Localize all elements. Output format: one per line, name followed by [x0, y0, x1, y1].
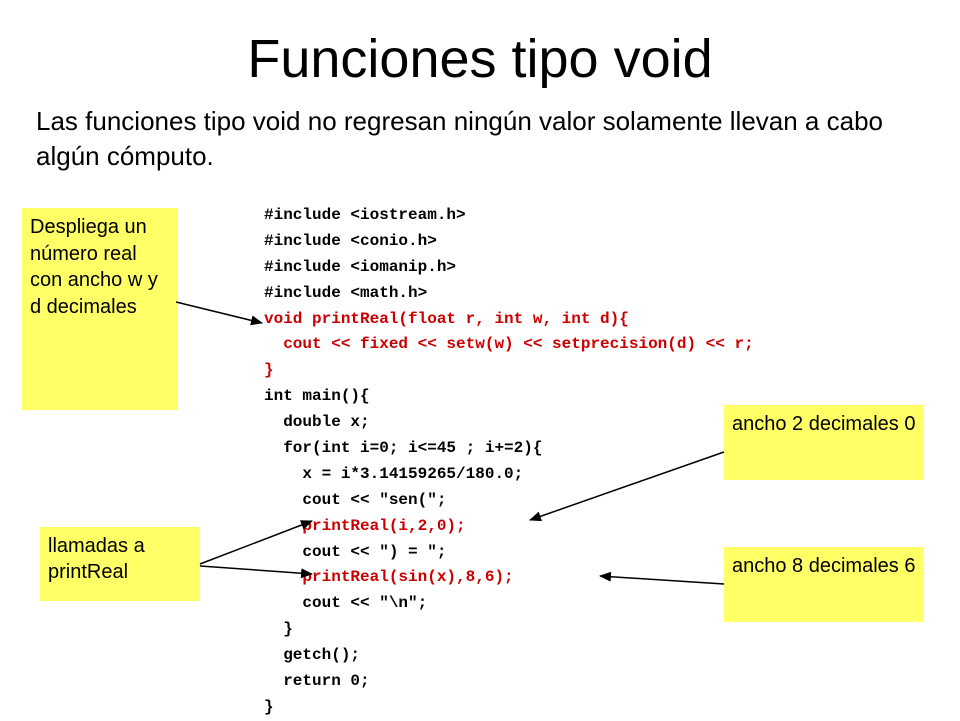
code-line: }	[264, 620, 293, 639]
code-line: return 0;	[264, 672, 370, 691]
arrow-from-ancho8	[599, 571, 725, 585]
callout-ancho8: ancho 8 decimales 6	[724, 547, 924, 622]
callout-ancho2: ancho 2 decimales 0	[724, 405, 924, 480]
code-line: }	[264, 361, 274, 380]
code-line: #include <iostream.h>	[264, 206, 466, 224]
code-line: x = i*3.14159265/180.0;	[264, 464, 524, 483]
code-line: cout << ") = ";	[264, 542, 447, 561]
arrow-from-ancho2	[529, 451, 725, 522]
code-line: printReal(sin(x),8,6);	[264, 568, 514, 587]
code-block: #include <iostream.h> #include <conio.h> #…	[264, 203, 754, 721]
code-line: #include <conio.h>	[264, 231, 437, 250]
slide-title: Funciones tipo void	[247, 29, 713, 89]
code-line: cout << "\n";	[264, 594, 428, 613]
callout-despliega: Despliega un número real con ancho w y d…	[22, 208, 178, 410]
code-line: cout << fixed << setw(w) << setprecision…	[264, 335, 754, 354]
code-line: printReal(i,2,0);	[264, 516, 466, 535]
code-line: }	[264, 697, 274, 716]
arrow-to-printreal-def	[175, 301, 263, 326]
code-line: #include <math.h>	[264, 283, 428, 302]
code-line: int main(){	[264, 387, 370, 406]
code-line: void printReal(float r, int w, int d){	[264, 309, 629, 328]
code-line: cout << "sen(";	[264, 490, 447, 509]
intro-text: Las funciones tipo void no regresan ning…	[36, 106, 883, 171]
arrow-to-call-1	[199, 520, 313, 565]
code-line: #include <iomanip.h>	[264, 257, 457, 276]
arrow-to-call-2	[199, 565, 313, 579]
code-line: double x;	[264, 413, 370, 432]
callout-llamadas: llamadas a printReal	[40, 527, 200, 601]
code-line: for(int i=0; i<=45 ; i+=2){	[264, 439, 543, 458]
code-line: getch();	[264, 646, 361, 665]
